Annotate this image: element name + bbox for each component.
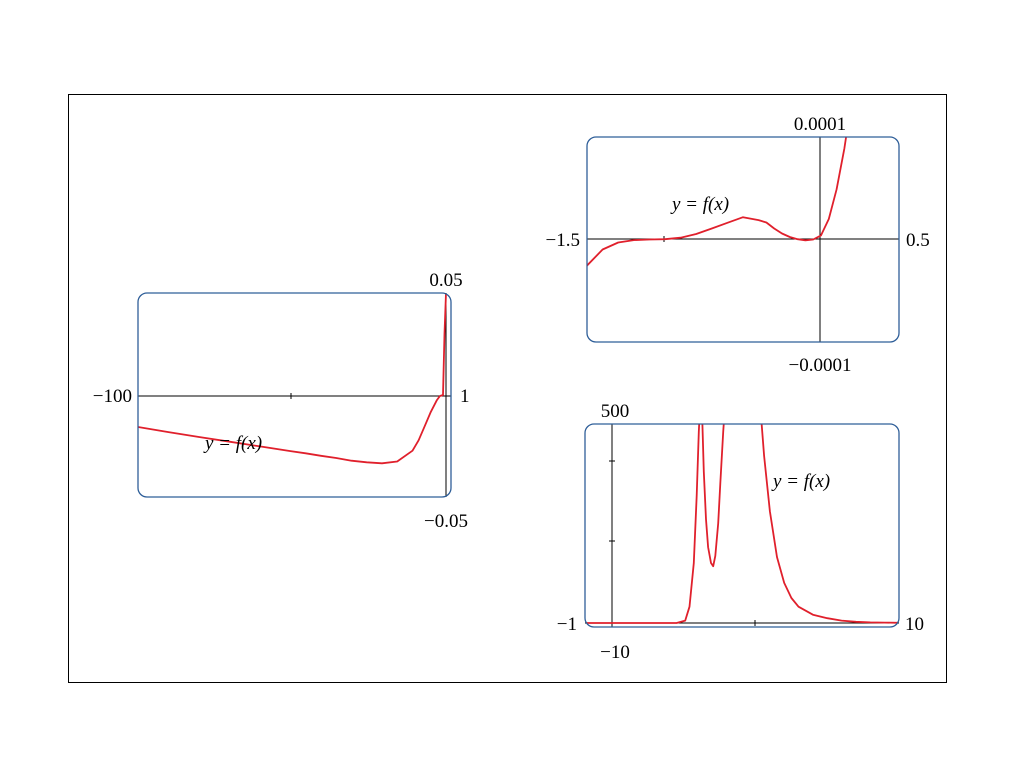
x-min-label: −10 (600, 642, 630, 663)
curve (587, 137, 869, 267)
x-min-label: −1.5 (546, 230, 580, 251)
curve-label: y = f(x) (670, 194, 729, 215)
y-max-label: 0.0001 (794, 114, 846, 135)
x-min-label: −100 (93, 386, 132, 407)
y-min-label: −0.05 (424, 511, 468, 532)
y-max-label: 500 (601, 401, 630, 422)
curve-label: y = f(x) (203, 433, 262, 454)
curve-label: y = f(x) (771, 471, 830, 492)
outer-border (68, 94, 947, 683)
curve-segment (700, 424, 727, 568)
panel-left: −100 1 0.05 −0.05 y = f(x) (93, 270, 470, 532)
panel-top-right: −1.5 0.5 0.0001 −0.0001 y = f(x) (546, 114, 930, 376)
x-max-label: 10 (905, 614, 924, 635)
x-max-label: 0.5 (906, 230, 930, 251)
plot-frame (137, 292, 452, 498)
y-min-label: −0.0001 (789, 355, 852, 376)
curve-segment (758, 424, 899, 624)
plot-frame (584, 423, 900, 628)
curve (138, 293, 447, 465)
y-max-label: 0.05 (429, 270, 462, 291)
curve-segment (585, 424, 702, 624)
plot-frame (586, 136, 900, 343)
panel-bottom-right: −10 10 500 −1 y = f(x) (557, 401, 924, 663)
x-max-label: 1 (460, 386, 470, 407)
y-min-label: −1 (557, 614, 577, 635)
